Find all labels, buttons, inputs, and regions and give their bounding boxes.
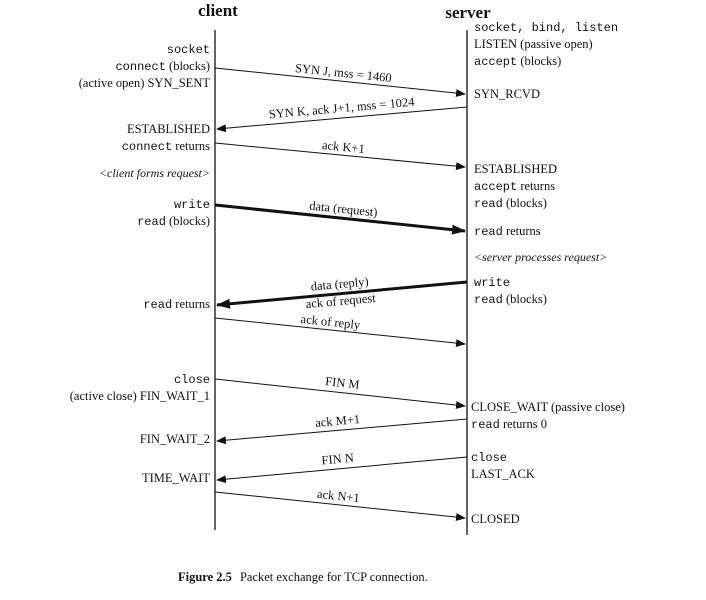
server-listen-label: LISTEN (passive open) — [474, 37, 593, 51]
fin-m-arrow — [214, 378, 466, 410]
client-read-returns-label: read returns — [143, 297, 210, 312]
ack-of-reply-message: ack of reply — [300, 312, 362, 332]
client-syn-sent-label: (active open) SYN_SENT — [79, 76, 211, 90]
server-processes-request-label: <server processes request> — [474, 250, 607, 264]
server-accept-returns-label: accept returns — [474, 179, 555, 194]
server-close-wait-label: CLOSE_WAIT (passive close) — [471, 400, 625, 414]
ack-of-request-message: ack of request — [305, 291, 377, 311]
client-forms-request-label: <client forms request> — [99, 166, 210, 180]
ack-n-message: ack N+1 — [316, 487, 360, 505]
client-fin-wait-2-label: FIN_WAIT_2 — [140, 432, 210, 446]
ack-m-arrow — [216, 418, 468, 445]
server-read-returns0-label: read returns 0 — [471, 417, 547, 432]
server-read-blocks-label: read (blocks) — [474, 196, 547, 211]
client-time-wait-label: TIME_WAIT — [142, 471, 210, 485]
server-accept-blocks-label: accept (blocks) — [474, 54, 561, 69]
ack-m-message: ack M+1 — [315, 412, 361, 430]
client-socket-label: socket — [167, 43, 210, 57]
ack-of-reply-arrow — [214, 317, 466, 348]
server-socket-bind-listen-label: socket, bind, listen — [474, 21, 618, 35]
fin-n-message: FIN N — [321, 451, 354, 468]
ack-k-message: ack K+1 — [321, 138, 365, 156]
server-read-returns-label: read returns — [474, 224, 541, 239]
client-connect-returns-label: connect returns — [122, 139, 210, 154]
server-header: server — [445, 3, 491, 22]
data-reply-message: data (reply) — [310, 274, 369, 293]
server-write-label: write — [474, 276, 510, 290]
client-write-label: write — [174, 198, 210, 212]
ack-n-arrow — [214, 491, 466, 522]
server-close-label: close — [471, 451, 507, 465]
fin-n-arrow — [216, 456, 468, 484]
syn-k-arrow — [216, 106, 468, 133]
client-close-label: close — [174, 373, 210, 387]
client-established-label: ESTABLISHED — [127, 122, 210, 136]
syn-k-message: SYN K, ack J+1, mss = 1024 — [268, 95, 415, 122]
ack-k-arrow — [214, 142, 466, 171]
client-header: client — [198, 1, 238, 20]
syn-j-arrow — [214, 67, 466, 98]
server-established-label: ESTABLISHED — [474, 162, 557, 176]
server-syn-rcvd-label: SYN_RCVD — [474, 87, 540, 101]
client-connect-blocks-label: connect (blocks) — [115, 59, 210, 74]
server-last-ack-label: LAST_ACK — [471, 467, 535, 481]
server-read-blocks2-label: read (blocks) — [474, 292, 547, 307]
fin-m-message: FIN M — [325, 374, 361, 392]
server-closed-label: CLOSED — [471, 512, 520, 526]
client-read-blocks-label: read (blocks) — [137, 214, 210, 229]
client-fin-wait-1-label: (active close) FIN_WAIT_1 — [70, 389, 210, 403]
data-request-arrow — [214, 203, 466, 235]
data-request-message: data (request) — [309, 199, 378, 220]
data-reply-arrow — [216, 280, 468, 309]
